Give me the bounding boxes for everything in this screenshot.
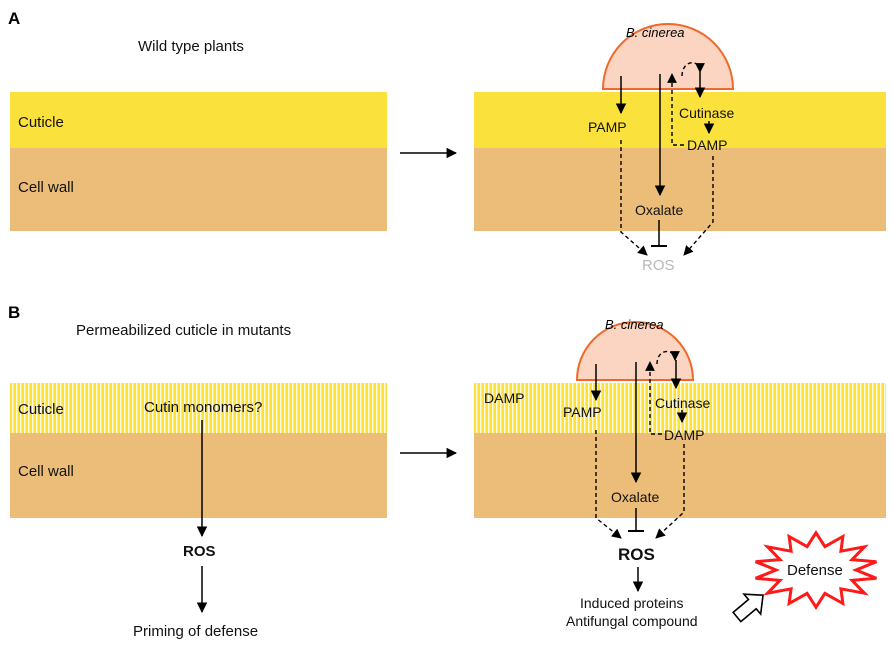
cell-wall-label: Cell wall — [18, 463, 74, 480]
cutinase-label: Cutinase — [655, 395, 710, 411]
cell-wall-layer — [10, 433, 387, 518]
cell-wall-layer — [474, 148, 886, 231]
left-ros-label: ROS — [183, 543, 216, 560]
panel-a-letter: A — [8, 9, 20, 28]
panel-b: B Permeabilized cuticle in mutants Cutic… — [8, 303, 886, 640]
oxalate-label: Oxalate — [635, 202, 683, 218]
fungus-label: B. cinerea — [605, 317, 664, 332]
oxalate-label: Oxalate — [611, 489, 659, 505]
cuticle-layer — [10, 92, 387, 148]
panel-b-left-tissue: Cuticle Cell wall Cutin monomers? — [10, 383, 387, 518]
cutinase-label: Cutinase — [679, 105, 734, 121]
cuticle-damp-label: DAMP — [484, 390, 524, 406]
cuticle-layer — [474, 92, 886, 148]
fungus-to-cutinase-dashed-arrow — [656, 350, 680, 365]
panel-b-right-tissue — [474, 383, 886, 518]
damp-to-ros-dashed-arrow — [655, 444, 685, 539]
panel-a-right-tissue — [474, 92, 886, 231]
damp-label: DAMP — [664, 427, 704, 443]
induced-proteins-label: Induced proteins — [580, 595, 684, 611]
defense-burst-icon — [755, 530, 877, 610]
panel-a-left-tissue: Cuticle Cell wall — [10, 92, 387, 231]
fungus-to-cutinase-dashed-arrow — [681, 62, 705, 77]
ros-inhibited-label: ROS — [642, 257, 675, 274]
panel-a-title: Wild type plants — [138, 38, 244, 55]
cell-wall-label: Cell wall — [18, 179, 74, 196]
cell-wall-layer — [474, 433, 886, 518]
damp-to-ros-dashed-arrow — [683, 156, 714, 256]
pamp-label: PAMP — [563, 404, 602, 420]
panel-b-title: Permeabilized cuticle in mutants — [76, 322, 291, 339]
cuticle-label: Cuticle — [18, 114, 64, 131]
hollow-arrow-icon — [732, 593, 764, 623]
pamp-to-ros-dashed-arrow — [620, 140, 648, 256]
fungus-b-cinerea — [575, 321, 695, 381]
cell-wall-layer — [10, 148, 387, 231]
pamp-to-ros-dashed-arrow — [595, 430, 622, 539]
damp-feedback-dashed-arrow — [667, 73, 684, 146]
defense-label: Defense — [787, 562, 843, 579]
cuticle-label: Cuticle — [18, 401, 64, 418]
fungus-label: B. cinerea — [626, 25, 685, 40]
panel-b-letter: B — [8, 303, 20, 322]
damp-label: DAMP — [687, 137, 727, 153]
antifungal-compound-label: Antifungal compound — [566, 613, 698, 629]
cutin-monomers-label: Cutin monomers? — [144, 399, 262, 416]
permeabilized-cuticle-layer — [10, 383, 387, 433]
pamp-label: PAMP — [588, 119, 627, 135]
permeabilized-cuticle-layer — [474, 383, 886, 433]
priming-label: Priming of defense — [133, 623, 258, 640]
ros-label: ROS — [618, 545, 655, 564]
panel-a: A Wild type plants Cuticle Cell wall B. … — [8, 9, 886, 274]
damp-feedback-dashed-arrow — [645, 361, 662, 435]
